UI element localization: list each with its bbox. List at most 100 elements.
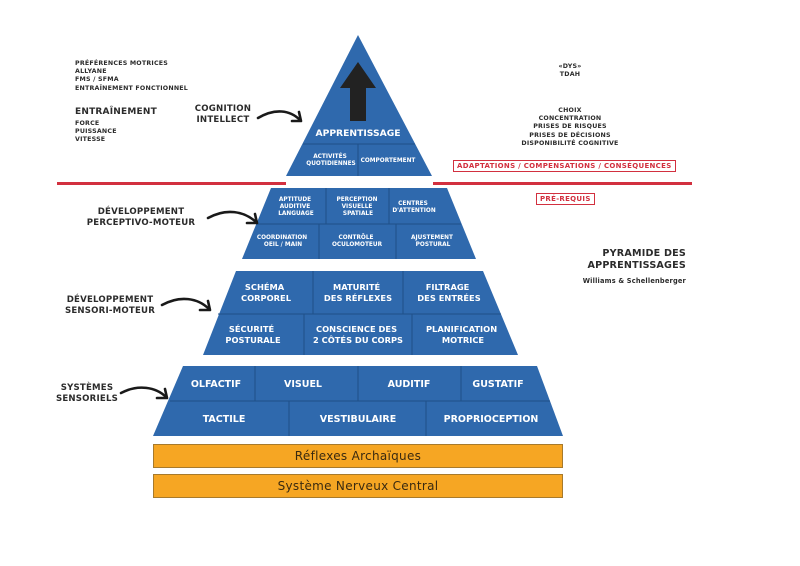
note-item: CHOIX — [558, 107, 582, 114]
cell-line: AJUSTEMENT — [411, 235, 453, 241]
label-cognition: COGNITION INTELLECT — [188, 104, 258, 125]
cell-line: CORPOREL — [241, 293, 292, 303]
label-sensori-moteur: DÉVELOPPEMENT SENSORI-MOTEUR — [60, 295, 160, 316]
cell-olfactif: OLFACTIF — [191, 379, 241, 390]
curved-arrow-icon — [256, 110, 303, 123]
curved-arrow-icon — [119, 386, 169, 400]
cell-line: APTITUDE — [279, 197, 311, 203]
cell-line: OEIL / MAIN — [264, 242, 302, 248]
cell-line: QUOTIDIENNES — [306, 161, 355, 167]
cell-line: 2 CÔTÉS DU CORPS — [313, 334, 403, 345]
cell-line: ACTIVITÉS — [313, 152, 347, 160]
cell-vestibulaire: VESTIBULAIRE — [320, 414, 396, 425]
cell-planification-motrice: PLANIFICATION MOTRICE — [426, 324, 500, 345]
note-item: FORCE — [75, 120, 100, 127]
cell-line: CONTRÔLE — [338, 234, 373, 241]
note-item: TDAH — [559, 71, 581, 79]
training-list: FORCE PUISSANCE VITESSE — [75, 120, 117, 145]
authors: Williams & Schellenberger — [582, 277, 686, 285]
label-line: COGNITION — [194, 104, 252, 114]
cell-line: FILTRAGE — [426, 282, 470, 292]
red-divider-right — [433, 182, 692, 185]
label-perceptivo-moteur: DÉVELOPPEMENT PERCEPTIVO-MOTEUR — [76, 207, 206, 228]
cell-line: CONSCIENCE DES — [316, 324, 397, 334]
up-arrow-icon — [340, 62, 376, 121]
cell-visuel: VISUEL — [284, 379, 322, 390]
cell-line: PERCEPTION — [336, 197, 377, 203]
cell-line: PLANIFICATION — [426, 324, 497, 334]
training-heading: ENTRAÎNEMENT — [75, 107, 157, 117]
note-item: FMS / SFMA — [75, 76, 119, 84]
apex-title: APPRENTISSAGE — [315, 128, 400, 139]
cell-activites-quotidiennes: ACTIVITÉS QUOTIDIENNES — [306, 152, 355, 167]
cell-line: AUDITIVE — [280, 204, 311, 210]
cell-line: POSTURAL — [416, 242, 451, 248]
cell-line: DES ENTRÉES — [417, 292, 480, 303]
tier-sensori-moteur: SCHÉMA CORPOREL MATURITÉ DES RÉFLEXES FI… — [203, 271, 518, 355]
tier-shape — [203, 271, 518, 355]
note-item: «DYS» — [558, 63, 582, 70]
note-item: PRISES DE RISQUES — [533, 123, 607, 131]
cell-filtrage-entrees: FILTRAGE DES ENTRÉES — [417, 282, 480, 303]
cell-line: LANGUAGE — [278, 211, 314, 217]
note-item: PUISSANCE — [75, 128, 117, 136]
cell-coordination: COORDINATION OEIL / MAIN — [257, 235, 309, 248]
label-line: SYSTÈMES — [60, 383, 114, 393]
note-item: PRÉFÉRENCES MOTRICES — [75, 60, 169, 67]
cell-line: COORDINATION — [257, 235, 307, 241]
label-line: SENSORIELS — [55, 393, 119, 404]
bar-reflexes-archaiques: Réflexes Archaïques — [153, 444, 563, 468]
cell-line: MOTRICE — [442, 335, 485, 345]
note-item: VITESSE — [75, 136, 106, 144]
cell-line: MATURITÉ — [333, 281, 381, 292]
note-item: ALLYANE — [75, 68, 107, 76]
note-item: DISPONIBILITÉ COGNITIVE — [521, 139, 619, 147]
diagram-title: PYRAMIDE DES APPRENTISSAGES — [560, 248, 686, 271]
label-line: PERCEPTIVO-MOTEUR — [86, 217, 196, 228]
label-line: DÉVELOPPEMENT — [66, 295, 154, 305]
left-top-list: PRÉFÉRENCES MOTRICES ALLYANE FMS / SFMA … — [75, 60, 188, 93]
note-item: CONCENTRATION — [538, 115, 602, 123]
note-item: ENTRAÎNEMENT FONCTIONNEL — [75, 84, 189, 92]
cell-perception-visuelle: PERCEPTION VISUELLE SPATIALE — [336, 197, 379, 217]
title-line: APPRENTISSAGES — [587, 259, 686, 271]
cell-line: D'ATTENTION — [392, 208, 436, 214]
cell-tactile: TACTILE — [203, 414, 246, 425]
label-line: INTELLECT — [196, 114, 250, 125]
cell-proprioception: PROPRIOCEPTION — [444, 414, 539, 425]
cell-comportement: COMPORTEMENT — [361, 158, 416, 164]
cell-line: CENTRES — [398, 201, 428, 207]
cell-conscience-cotes: CONSCIENCE DES 2 CÔTÉS DU CORPS — [313, 324, 403, 345]
cell-line: DES RÉFLEXES — [324, 292, 392, 303]
red-divider-left — [57, 182, 286, 185]
bar-systeme-nerveux-central: Système Nerveux Central — [153, 474, 563, 498]
cell-controle-oculomoteur: CONTRÔLE OCULOMOTEUR — [332, 234, 383, 248]
cell-aptitude-auditive: APTITUDE AUDITIVE LANGUAGE — [278, 197, 314, 217]
prerequis-box: PRÉ-REQUIS — [536, 193, 595, 205]
cell-line: VISUELLE — [342, 204, 373, 210]
cell-securite-posturale: SÉCURITÉ POSTURALE — [225, 323, 281, 345]
cognitive-list: CHOIX CONCENTRATION PRISES DE RISQUES PR… — [510, 107, 630, 148]
cell-auditif: AUDITIF — [388, 379, 431, 390]
cell-maturite-reflexes: MATURITÉ DES RÉFLEXES — [324, 281, 392, 303]
adaptations-box: ADAPTATIONS / COMPENSATIONS / CONSÉQUENC… — [453, 160, 676, 172]
title-line: PYRAMIDE DES — [602, 248, 686, 259]
cell-gustatif: GUSTATIF — [472, 379, 523, 390]
cell-centres-attention: CENTRES D'ATTENTION — [392, 201, 436, 214]
note-item: PRISES DE DÉCISIONS — [529, 131, 611, 139]
right-top-list: «DYS» TDAH — [520, 63, 620, 79]
cell-line: OCULOMOTEUR — [332, 242, 383, 248]
tier-systemes-sensoriels: OLFACTIF VISUEL AUDITIF GUSTATIF TACTILE… — [153, 366, 563, 436]
label-systemes-sensoriels: SYSTÈMES SENSORIELS — [52, 383, 122, 404]
curved-arrow-icon — [206, 210, 259, 225]
cell-line: SCHÉMA — [245, 281, 285, 292]
cell-ajustement-postural: AJUSTEMENT POSTURAL — [411, 235, 455, 248]
curved-arrow-icon — [160, 297, 212, 312]
label-line: DÉVELOPPEMENT — [97, 207, 185, 217]
label-line: SENSORI-MOTEUR — [64, 305, 156, 316]
cell-line: POSTURALE — [225, 335, 281, 345]
pyramid-apex: APPRENTISSAGE ACTIVITÉS QUOTIDIENNES COM… — [286, 35, 432, 176]
cell-line: SÉCURITÉ — [229, 323, 275, 334]
cell-schema-corporel: SCHÉMA CORPOREL — [241, 281, 292, 303]
